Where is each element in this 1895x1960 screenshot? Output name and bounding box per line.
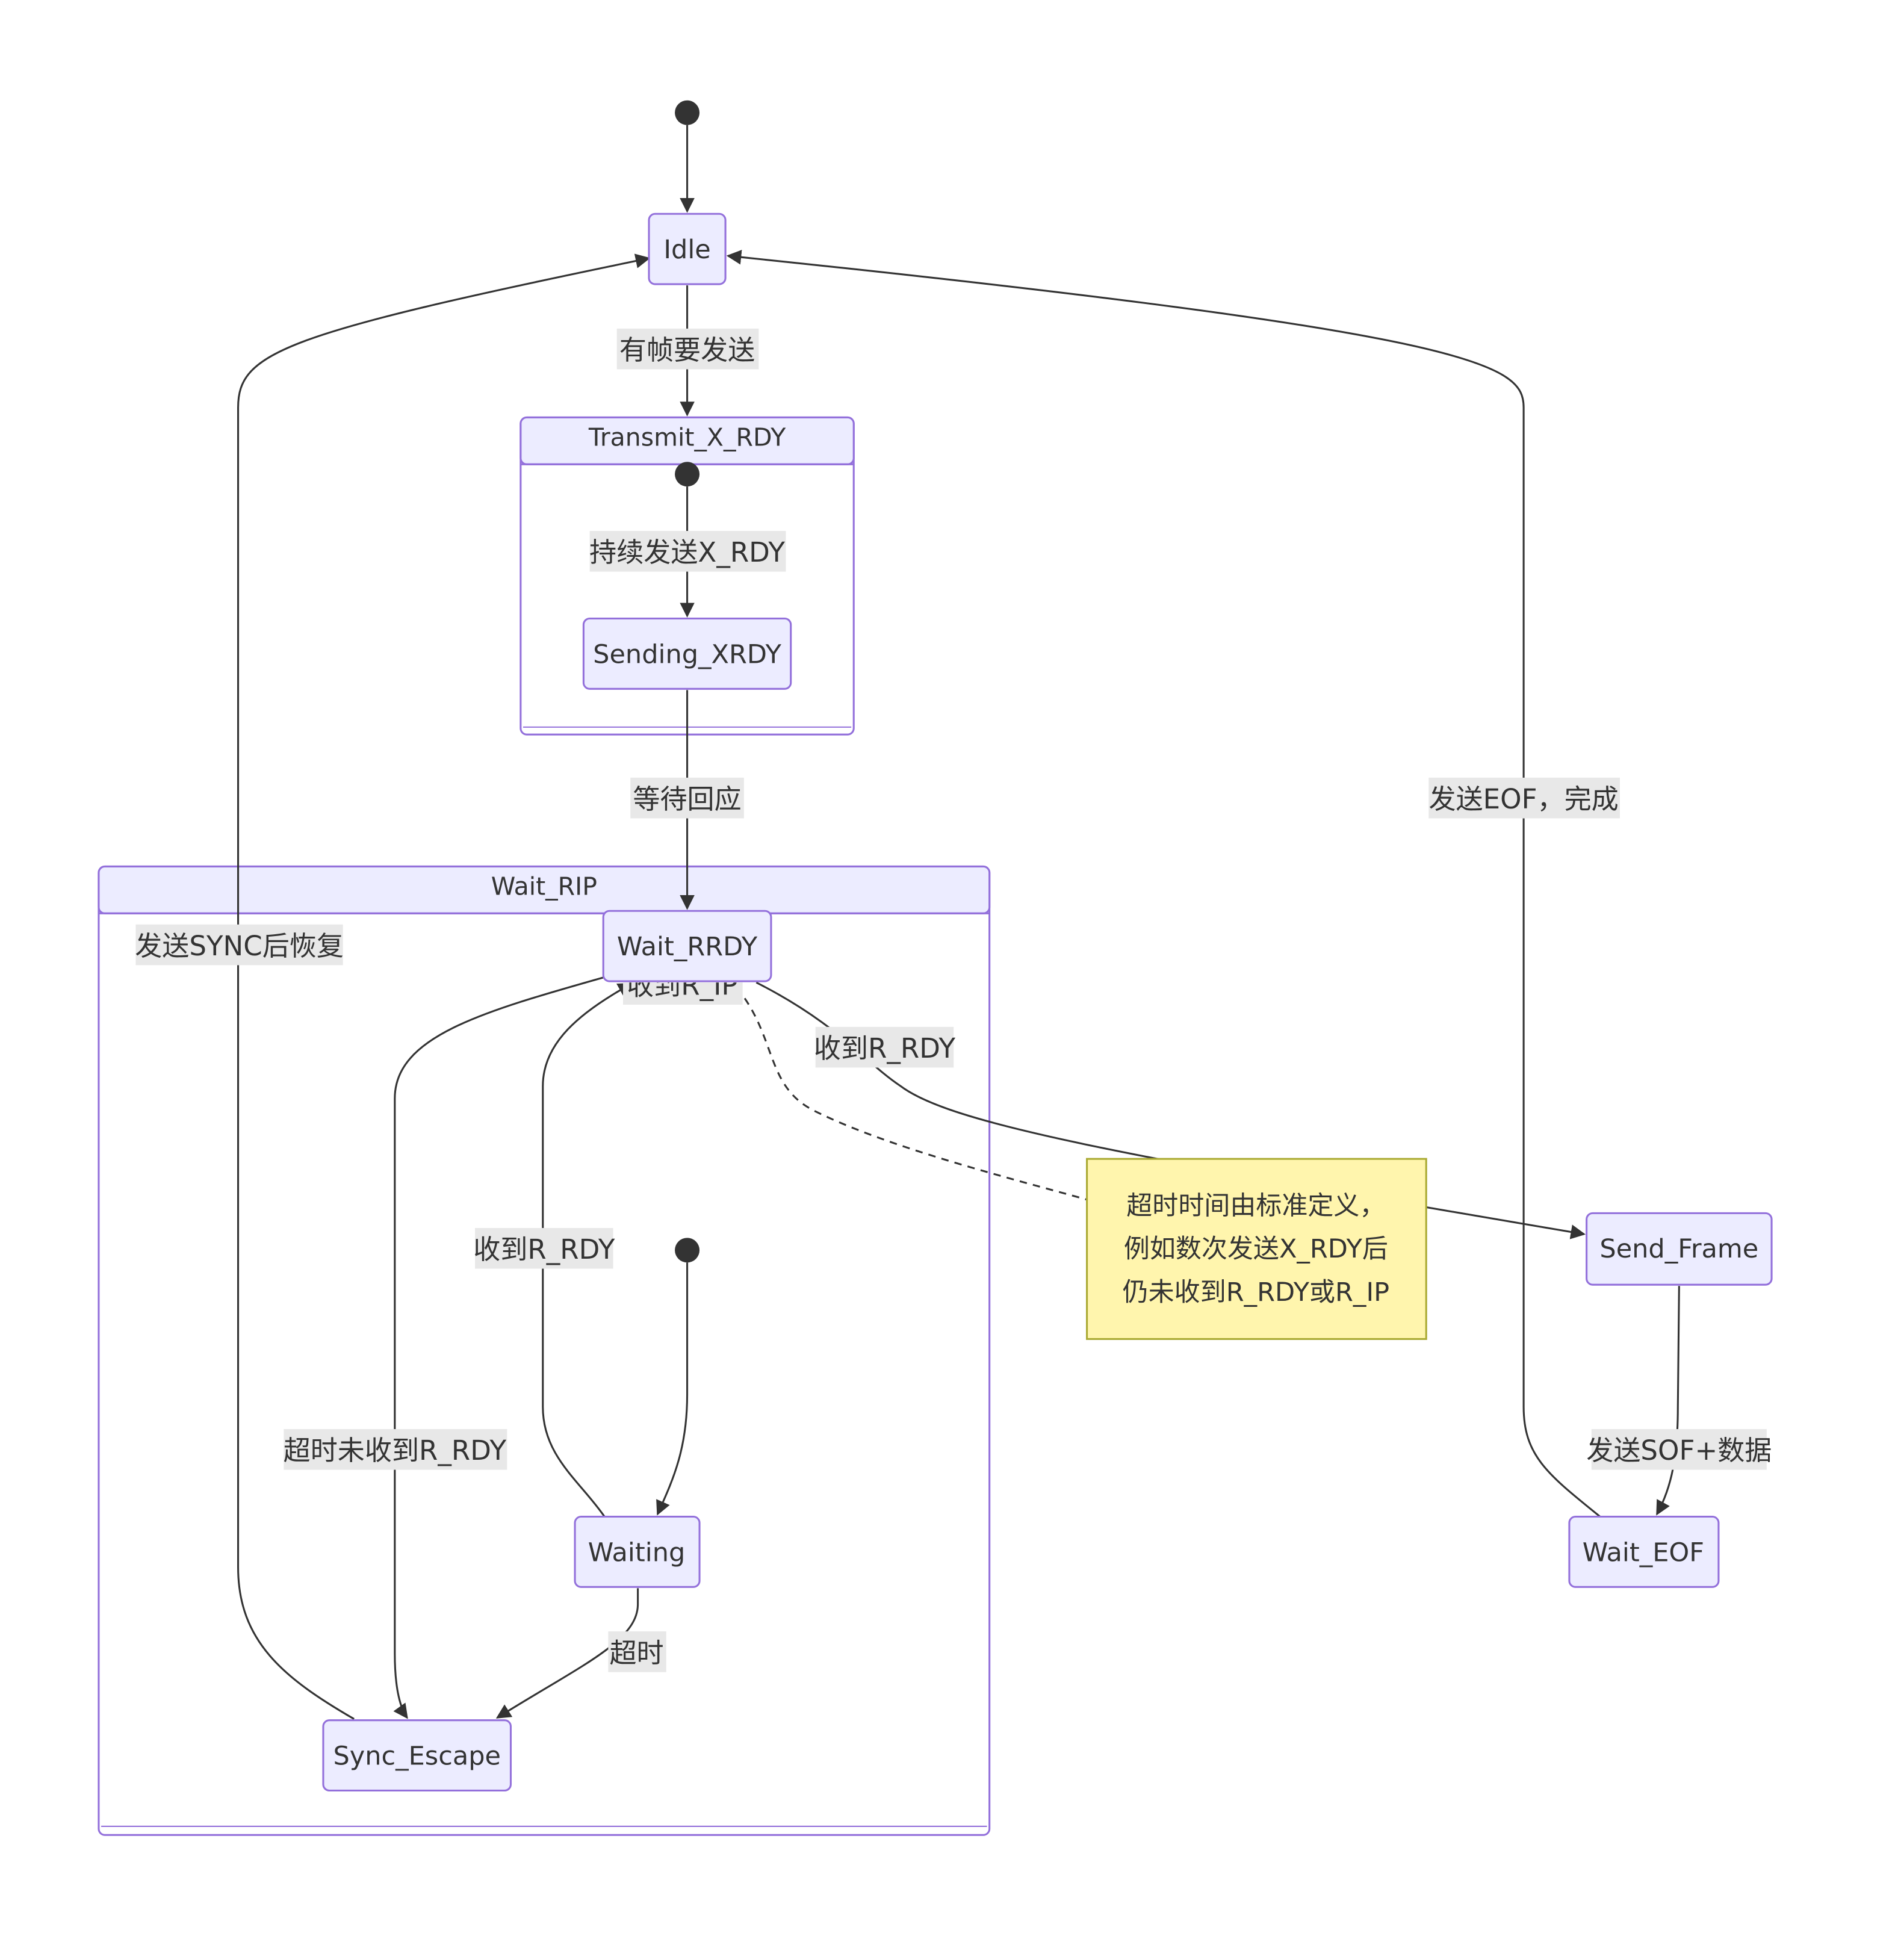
note: 超时时间由标准定义， 例如数次发送X_RDY后 仍未收到R_RDY或R_IP — [1086, 1158, 1427, 1340]
edge-wait-rrdy-to-sync-escape — [393, 976, 604, 1719]
label-rip-partial: 收到R_IP — [627, 970, 738, 1002]
edge-wait-eof-to-idle — [726, 249, 1601, 1518]
edge-inner-start-to-waiting — [656, 1262, 689, 1516]
state-label-idle: Idle — [663, 235, 710, 265]
state-idle: Idle — [648, 212, 727, 285]
note-line-2: 例如数次发送X_RDY后 — [1124, 1234, 1388, 1264]
label-sync-to-idle: 发送SYNC后恢复 — [135, 930, 344, 962]
edge-labels: 有帧要发送 持续发送X_RDY 等待回应 发送SYNC后恢复 发送EOF，完成 … — [135, 328, 1772, 1672]
composite-title-transmit-x-rdy: Transmit_X_RDY — [588, 423, 786, 452]
state-label-sending-xrdy: Sending_XRDY — [593, 639, 781, 669]
composite-title-wait-rip: Wait_RIP — [491, 872, 597, 901]
label-idle-to-transmit: 有帧要发送 — [619, 334, 755, 366]
state-send-frame: Send_Frame — [1586, 1212, 1773, 1286]
state-wait-eof: Wait_EOF — [1568, 1515, 1720, 1588]
start-node-top — [675, 100, 700, 125]
composite-wait-rip: Wait_RIP — [98, 865, 991, 1836]
label-rip-partial-group: 收到R_IP — [622, 970, 743, 1005]
label-rrdy-to-sync: 超时未收到R_RDY — [284, 1434, 507, 1466]
label-send-frame-to-eof: 发送SOF+数据 — [1586, 1434, 1772, 1466]
state-label-waiting: Waiting — [588, 1537, 685, 1568]
state-label-wait-rrdy: Wait_RRDY — [617, 932, 758, 962]
state-sending-xrdy: Sending_XRDY — [582, 617, 792, 690]
state-waiting: Waiting — [574, 1515, 701, 1588]
start-node-wait-rip — [675, 1238, 700, 1263]
label-waiting-to-sync: 超时 — [609, 1637, 663, 1669]
state-label-send-frame: Send_Frame — [1599, 1234, 1758, 1264]
edge-waiting-to-sync-escape — [495, 1588, 639, 1719]
edge-sync-escape-to-idle — [237, 253, 651, 1720]
start-node-transmit — [675, 462, 700, 487]
label-wait-eof-to-idle: 发送EOF，完成 — [1428, 783, 1618, 815]
edge-note-link — [736, 987, 1088, 1201]
note-line-1: 超时时间由标准定义， — [1126, 1191, 1385, 1221]
label-rrdy-to-send-frame: 收到R_RDY — [814, 1032, 956, 1064]
label-waiting-to-rrdy: 收到R_RDY — [473, 1233, 615, 1265]
note-line-3: 仍未收到R_RDY或R_IP — [1123, 1277, 1389, 1307]
state-sync-escape: Sync_Escape — [322, 1719, 512, 1792]
edge-send-frame-to-wait-eof — [1656, 1286, 1680, 1516]
label-sending-to-wait: 等待回应 — [633, 783, 741, 815]
label-start-to-sending: 持续发送X_RDY — [589, 536, 785, 568]
state-label-sync-escape: Sync_Escape — [333, 1741, 501, 1771]
state-wait-rrdy: Wait_RRDY — [602, 910, 772, 982]
state-label-wait-eof: Wait_EOF — [1583, 1537, 1704, 1568]
